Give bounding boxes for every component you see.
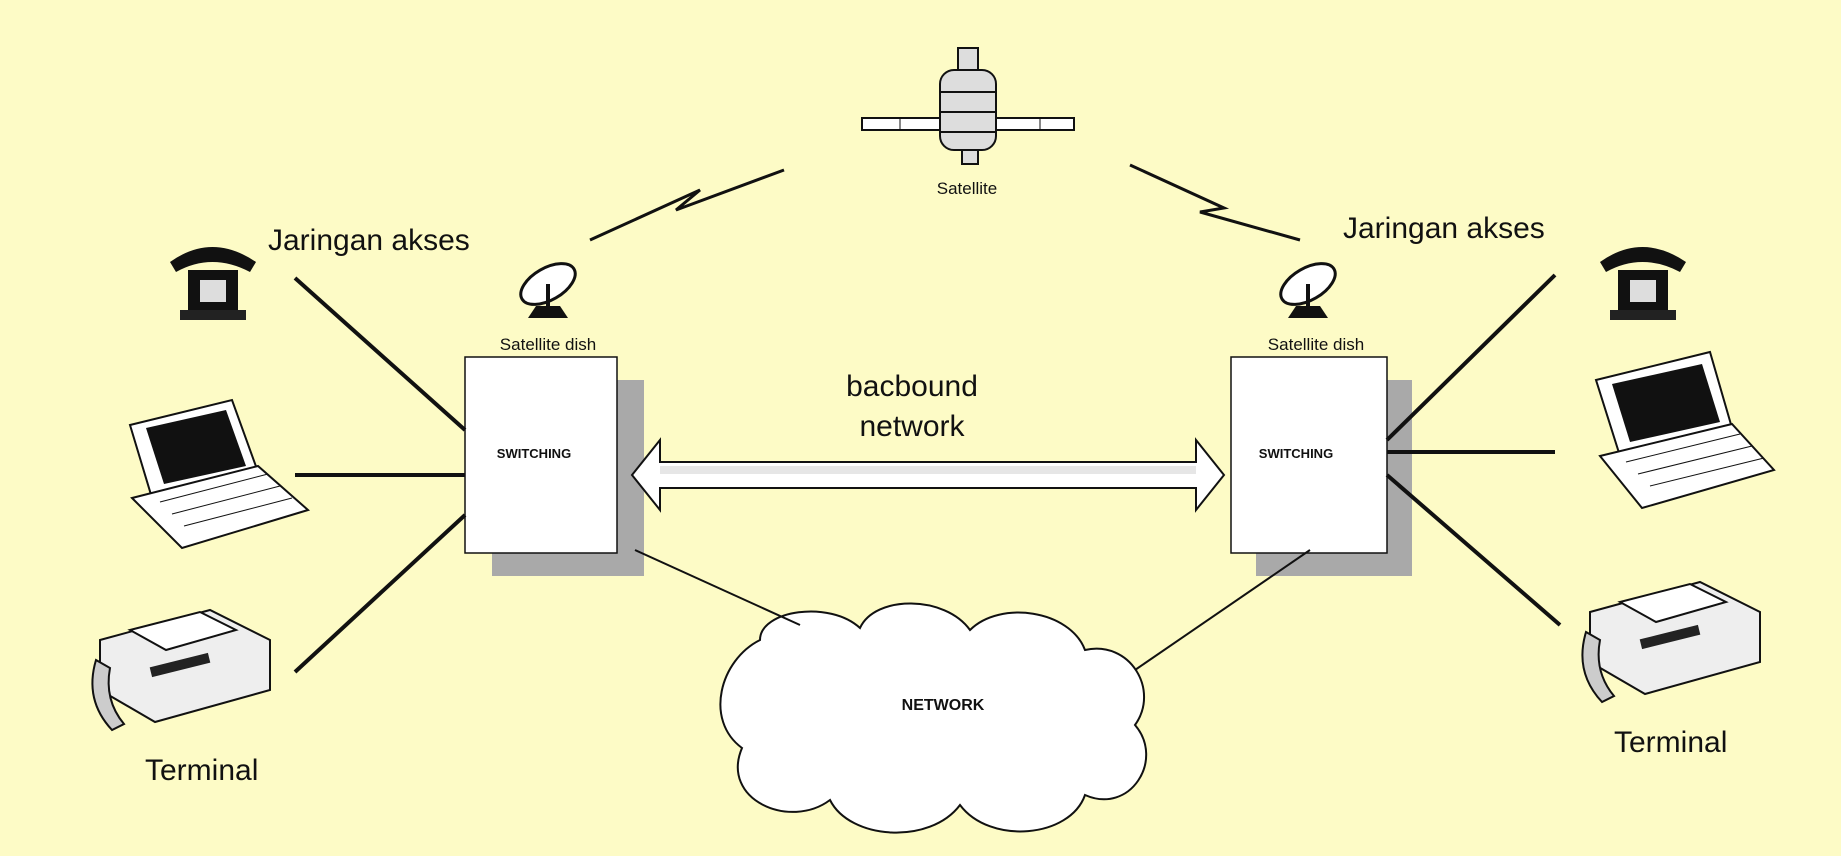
lightning-icon	[1129, 163, 1301, 242]
access-network-label-right: Jaringan akses	[1343, 212, 1545, 245]
satellite-dish-label-left: Satellite dish	[500, 335, 596, 354]
access-network-label-left: Jaringan akses	[268, 224, 470, 257]
backbone-arrow	[630, 437, 1226, 513]
backbone-label-line1: bacbound	[846, 370, 978, 403]
access-links-right	[1385, 273, 1562, 627]
fax-icon	[91, 608, 271, 732]
switching-label-left: SWITCHING	[497, 446, 571, 461]
network-links	[634, 549, 1311, 671]
laptop-icon	[128, 398, 311, 550]
lightning-icon	[589, 168, 785, 242]
satellite-dish-icon	[1279, 262, 1337, 318]
backbone-label-line2: network	[859, 410, 965, 443]
fax-icon	[1581, 580, 1761, 704]
switching-node-left: SWITCHING	[464, 356, 644, 576]
access-links-left	[293, 276, 467, 674]
switching-label-right: SWITCHING	[1259, 446, 1333, 461]
cloud-icon	[719, 602, 1148, 834]
telephone-icon	[1600, 247, 1686, 320]
network-label: NETWORK	[902, 697, 985, 714]
terminal-label-right: Terminal	[1614, 726, 1727, 759]
terminal-label-left: Terminal	[145, 754, 258, 787]
satellite-dish-label-right: Satellite dish	[1268, 335, 1364, 354]
laptop-icon	[1594, 350, 1776, 510]
satellite-dish-icon	[519, 262, 577, 318]
switching-node-right: SWITCHING	[1230, 356, 1412, 576]
satellite-label: Satellite	[937, 179, 997, 198]
telephone-icon	[170, 247, 256, 320]
satellite-icon	[861, 47, 1075, 165]
